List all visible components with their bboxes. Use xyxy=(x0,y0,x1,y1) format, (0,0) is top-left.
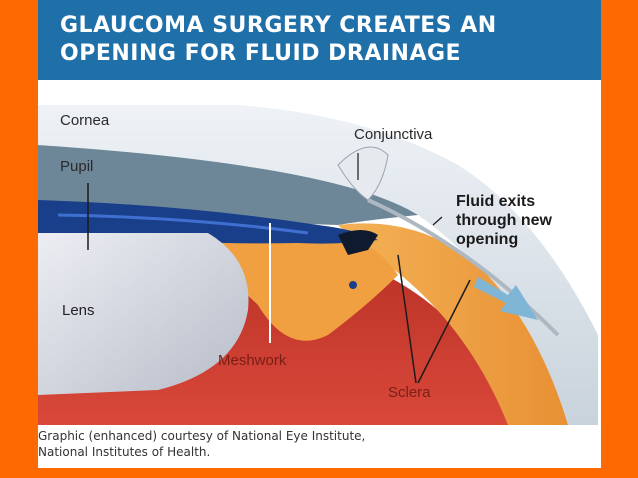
sclera-pointer-b xyxy=(417,279,471,384)
figure-frame: GLAUCOMA SURGERY CREATES AN OPENING FOR … xyxy=(38,0,601,468)
sclera-region xyxy=(338,223,568,425)
fluid-line-3: opening xyxy=(456,231,519,248)
label-cornea: Cornea xyxy=(60,112,110,129)
fluid-pointer xyxy=(432,216,443,226)
eye-diagram xyxy=(38,105,598,425)
label-conjunctiva: Conjunctiva xyxy=(354,126,433,143)
label-sclera: Sclera xyxy=(388,384,431,401)
fluid-line-2: through new xyxy=(456,212,552,229)
sclera-pointer-a xyxy=(397,254,417,384)
conjunctiva-layer xyxy=(367,198,560,337)
lens xyxy=(38,233,249,395)
drainage-dot xyxy=(349,281,357,289)
label-lens: Lens xyxy=(62,302,95,319)
title-line-2: OPENING FOR FLUID DRAINAGE xyxy=(60,41,462,66)
iris-highlight xyxy=(57,213,309,235)
title-line-1: GLAUCOMA SURGERY CREATES AN xyxy=(60,13,497,38)
label-fluid-exits: Fluid exits through new opening xyxy=(456,192,552,249)
image-credit: Graphic (enhanced) courtesy of National … xyxy=(38,428,601,460)
cornea-region xyxy=(38,105,598,425)
credit-line-2: National Institutes of Health. xyxy=(38,445,211,459)
title-banner: GLAUCOMA SURGERY CREATES AN OPENING FOR … xyxy=(38,0,601,80)
credit-line-1: Graphic (enhanced) courtesy of National … xyxy=(38,429,366,443)
conjunctiva-flap xyxy=(337,146,389,201)
fluid-arrow xyxy=(474,277,538,320)
figure-title: GLAUCOMA SURGERY CREATES AN OPENING FOR … xyxy=(60,12,497,68)
label-pupil: Pupil xyxy=(60,158,94,175)
label-meshwork: Meshwork xyxy=(218,352,287,369)
fluid-line-1: Fluid exits xyxy=(456,193,536,210)
drainage-opening xyxy=(338,230,378,255)
